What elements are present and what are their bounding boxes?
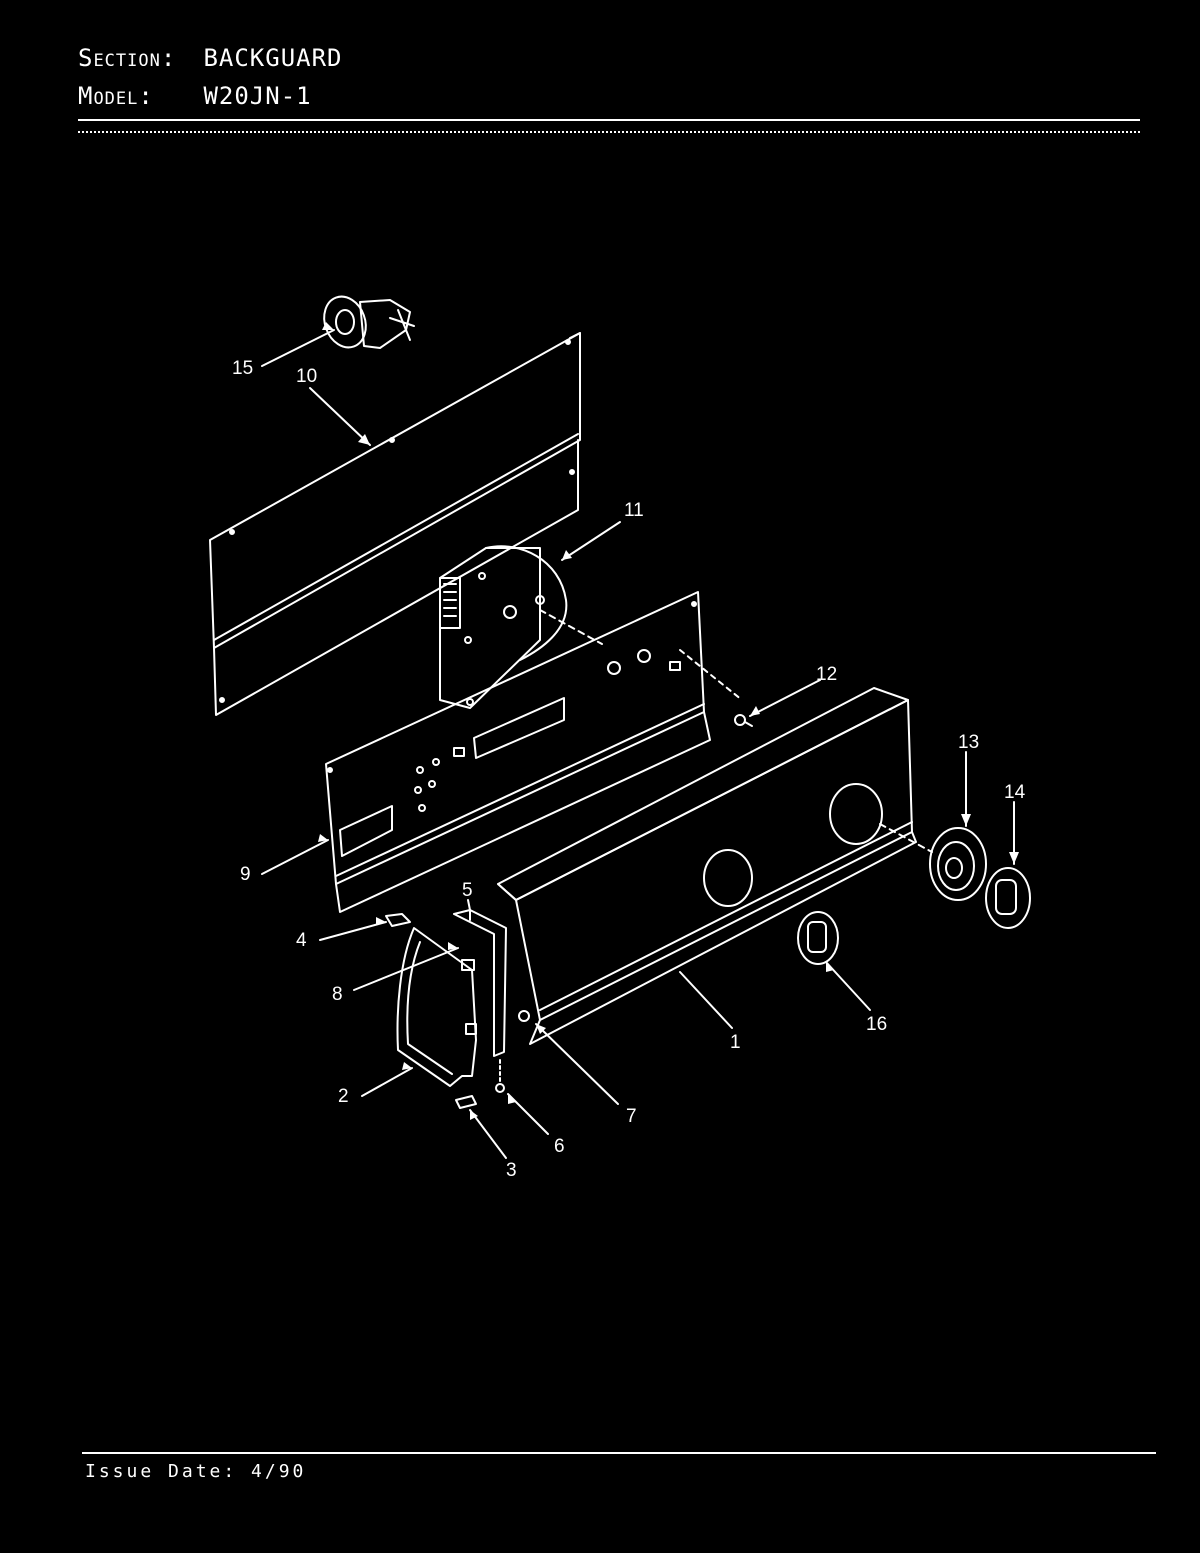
callout-6: 6 (554, 1136, 565, 1157)
panel-leader (679, 649, 743, 701)
header-rule (78, 119, 1140, 121)
callout-9: 9 (240, 864, 251, 885)
callout-8: 8 (332, 984, 343, 1005)
callout-labels: 10 11 12 15 9 13 14 16 1 7 6 3 2 8 4 5 (232, 358, 1026, 1181)
part-5-end-trim (453, 909, 507, 1057)
part-7-screw (518, 1010, 530, 1022)
callout-7: 7 (626, 1106, 637, 1127)
callout-2: 2 (338, 1086, 349, 1107)
part-14-knob (985, 867, 1031, 929)
part-15-switch (323, 295, 415, 349)
part-3-clip (455, 1095, 477, 1109)
callout-1: 1 (730, 1032, 741, 1053)
part-9-control-panel (325, 591, 711, 913)
callout-13: 13 (958, 732, 979, 753)
knob-shaft-leader (879, 823, 933, 853)
callout-16: 16 (866, 1014, 887, 1035)
callout-15: 15 (232, 358, 253, 379)
part-16-knob (797, 911, 839, 965)
section-value: BACKGUARD (203, 44, 343, 72)
part-12-screw (734, 714, 753, 727)
model-heading: Model: W20JN-1 (78, 82, 312, 110)
callout-14: 14 (1004, 782, 1026, 803)
callout-4: 4 (296, 930, 307, 951)
leader-lines (261, 329, 1015, 1159)
section-heading: Section: BACKGUARD (78, 44, 343, 72)
footer-rule (82, 1452, 1156, 1454)
callout-5: 5 (462, 880, 473, 901)
callout-10: 10 (296, 366, 317, 387)
header-dotted-rule (78, 131, 1140, 133)
model-value: W20JN-1 (203, 82, 312, 110)
timer-shaft-leader (539, 609, 603, 645)
part-11-timer (439, 545, 568, 709)
part-1-front-console (497, 687, 917, 1045)
part-6-screw (495, 1059, 505, 1093)
callout-11: 11 (624, 500, 644, 521)
model-label: Model: (78, 82, 154, 110)
issue-date: Issue Date: 4/90 (85, 1461, 307, 1482)
section-label: Section: (78, 44, 177, 72)
callout-3: 3 (506, 1160, 517, 1181)
part-10-rear-panel (209, 332, 581, 716)
part-4-clip (385, 913, 411, 927)
part-2-end-cap (396, 927, 477, 1087)
arrowheads (318, 322, 1019, 1120)
part-13-dial-bezel (929, 827, 987, 901)
callout-12: 12 (816, 664, 837, 685)
